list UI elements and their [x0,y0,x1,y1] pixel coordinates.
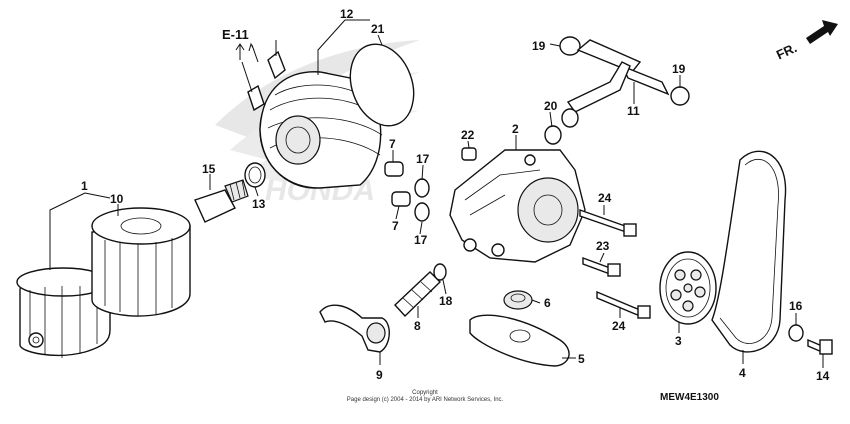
washer-18 [433,263,447,281]
part-number-6: 6 [544,296,551,310]
part-number-24a: 24 [598,191,612,205]
part-number-14: 14 [816,369,830,383]
dowel-22 [461,147,477,161]
part-number-1: 1 [81,179,88,193]
relief-valve [394,271,441,318]
part-number-7b: 7 [392,219,399,233]
part-number-19a: 19 [532,39,546,53]
part-number-17b: 17 [414,233,428,247]
oil-pump [449,149,586,263]
copyright-line-2: Page design (c) 2004 - 2014 by ARI Netwo… [347,397,504,403]
dowel-pins [384,161,430,222]
part-number-20: 20 [544,99,558,113]
sprocket [659,251,717,325]
part-number-22: 22 [461,128,475,142]
seal-6 [503,290,533,310]
part-number-8: 8 [414,319,421,333]
diagram-code: MEW4E1300 [660,392,719,403]
front-direction-indicator: FR. [774,20,838,62]
bolts [579,209,651,319]
part-numbers: 1 10 15 13 12 21 7 17 7 17 22 2 19 20 11… [81,7,830,383]
part-number-7a: 7 [389,137,396,151]
leader-lines [49,19,824,368]
part-number-10: 10 [110,192,124,206]
part-number-3: 3 [675,334,682,348]
reference-e11: E-11 [222,27,259,63]
part-number-4: 4 [739,366,746,380]
washer-16 [788,324,804,342]
part-number-19b: 19 [672,62,686,76]
part-number-5: 5 [578,352,585,366]
part-number-12: 12 [340,7,354,21]
gasket-5 [469,314,570,367]
part-number-2: 2 [512,122,519,136]
part-number-13: 13 [252,197,266,211]
oil-filter-cartridge [91,207,191,317]
copyright-line-1: Copyright [412,390,438,396]
part-number-21: 21 [371,22,385,36]
part-number-23: 23 [596,239,610,253]
part-number-17a: 17 [416,152,430,166]
oil-pressure-switch [194,179,249,223]
reference-label: E-11 [222,27,249,42]
part-number-11: 11 [627,104,640,118]
oil-strainer [319,304,390,353]
drive-chain [711,150,787,353]
oil-pipe [544,36,690,145]
part-number-16: 16 [789,299,803,313]
part-number-24b: 24 [612,319,626,333]
oil-cooler [241,40,383,189]
part-number-15: 15 [202,162,216,176]
oil-filter-cup [16,267,111,358]
part-number-18: 18 [439,294,453,308]
bolt-14 [807,338,833,355]
o-ring-21 [349,43,415,127]
direction-label: FR. [774,40,799,62]
part-number-9: 9 [376,368,383,382]
